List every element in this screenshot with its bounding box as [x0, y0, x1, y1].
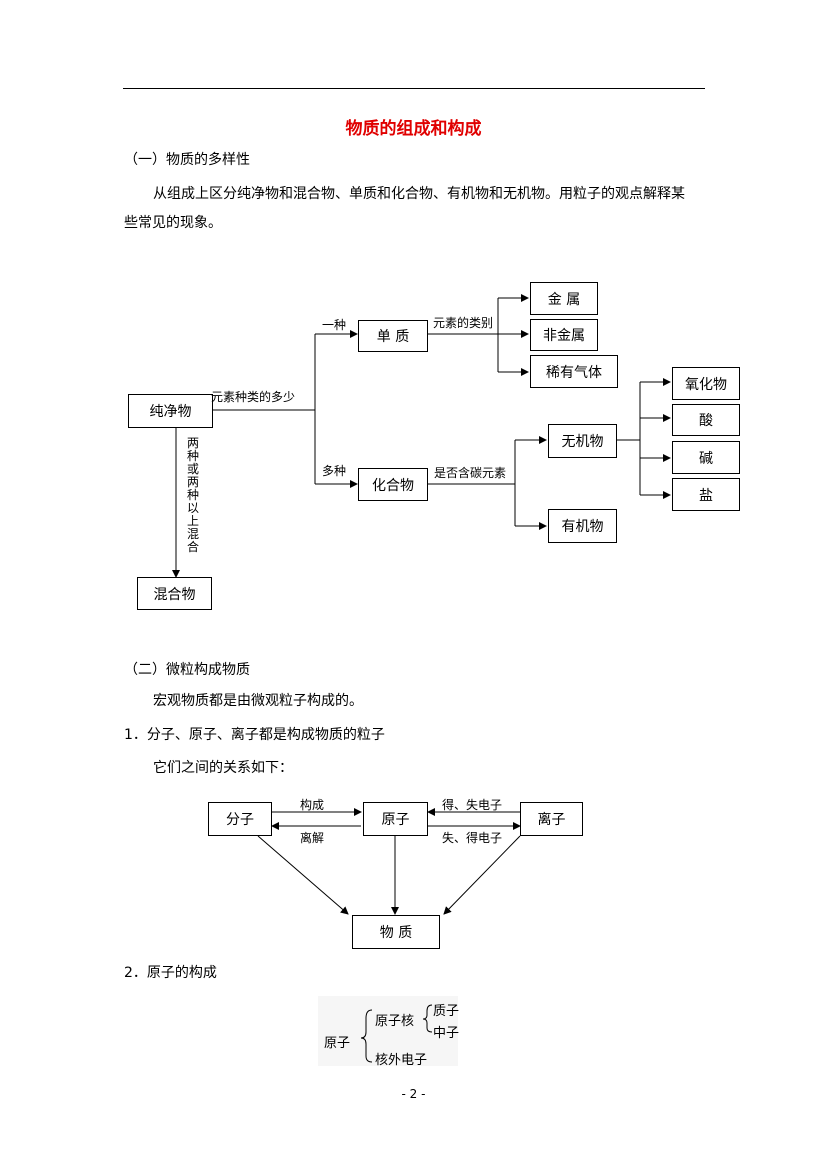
compound-box: 化合物	[358, 468, 428, 501]
base-box: 碱	[672, 441, 740, 474]
section2-intro: 宏观物质都是由微观粒子构成的。	[153, 693, 363, 709]
salt-box: 盐	[672, 478, 740, 511]
header-rule	[123, 88, 705, 89]
section2-heading: （二）微粒构成物质	[124, 662, 250, 678]
element-box: 单 质	[358, 320, 428, 352]
label-element-category: 元素的类别	[433, 316, 494, 330]
nonmetal-box: 非金属	[530, 319, 598, 351]
noble-gas-box: 稀有气体	[530, 355, 618, 388]
page-number: - 2 -	[401, 1087, 426, 1101]
label-many-kinds: 多种	[322, 464, 347, 478]
organic-box: 有机物	[548, 509, 617, 543]
label-lose-gain-electron: 失、得电子	[442, 831, 503, 845]
matter-box: 物 质	[352, 915, 440, 949]
atom-box: 原子	[363, 802, 428, 836]
label-element-kinds: 元素种类的多少	[211, 390, 296, 404]
label-decompose: 离解	[300, 831, 325, 845]
mixture-box: 混合物	[137, 577, 212, 610]
label-gain-lose-electron: 得、失电子	[442, 798, 503, 812]
oxide-box: 氧化物	[672, 367, 740, 400]
proton-label: 质子	[433, 1004, 460, 1019]
acid-box: 酸	[672, 404, 740, 436]
electrons-label: 核外电子	[375, 1053, 428, 1068]
molecule-box: 分子	[208, 802, 272, 836]
item1-text: 1．分子、原子、离子都是构成物质的粒子	[124, 727, 385, 743]
metal-box: 金 属	[530, 282, 598, 315]
label-mixed-substances: 两种或两种以上混合	[186, 436, 199, 554]
section1-para-line2: 些常见的现象。	[124, 215, 222, 231]
pure-substance-box: 纯净物	[128, 394, 213, 428]
page-title: 物质的组成和构成	[345, 119, 482, 139]
section1-para-line1: 从组成上区分纯净物和混合物、单质和化合物、有机物和无机物。用粒子的观点解释某	[153, 186, 685, 202]
label-one-kind: 一种	[322, 318, 347, 332]
nucleus-label: 原子核	[375, 1014, 415, 1029]
section1-heading: （一）物质的多样性	[124, 152, 250, 168]
inorganic-box: 无机物	[548, 424, 617, 458]
ion-box: 离子	[520, 802, 583, 836]
neutron-label: 中子	[433, 1026, 460, 1041]
atom-structure-diagram	[318, 996, 458, 1066]
item1-subtext: 它们之间的关系如下：	[153, 760, 293, 776]
item2-text: 2．原子的构成	[124, 965, 217, 981]
atom-label: 原子	[324, 1036, 351, 1051]
label-contains-carbon: 是否含碳元素	[434, 466, 507, 480]
label-compose: 构成	[300, 798, 325, 812]
